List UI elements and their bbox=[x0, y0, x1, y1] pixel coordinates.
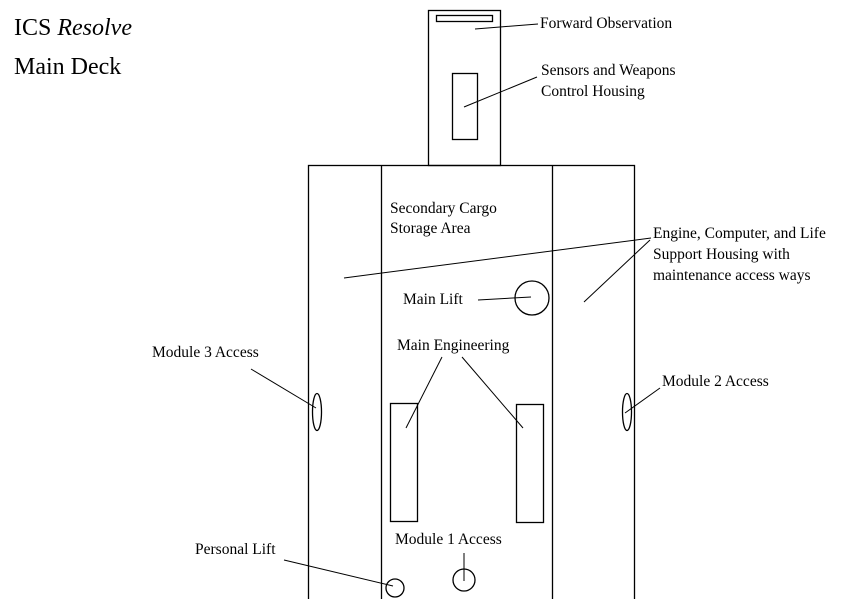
title-prefix: ICS bbox=[14, 15, 52, 41]
leader-sensors bbox=[463, 76, 538, 108]
personal-lift-shaft bbox=[385, 578, 405, 598]
leader-main-lift bbox=[477, 296, 532, 301]
leader-engine-left bbox=[343, 237, 652, 279]
diagram-title: ICS Resolve bbox=[14, 14, 132, 42]
leader-engineering-right bbox=[461, 356, 524, 429]
label-engine-line2: Support Housing with bbox=[653, 246, 790, 263]
label-personal-lift: Personal Lift bbox=[195, 541, 276, 558]
module3-access-hatch bbox=[311, 392, 323, 432]
leader-engine-right bbox=[583, 239, 651, 303]
module2-access-hatch bbox=[621, 392, 633, 432]
label-sensors-line1: Sensors and Weapons bbox=[541, 62, 676, 79]
label-cargo-line2: Storage Area bbox=[390, 220, 471, 237]
engineering-console-right bbox=[515, 403, 545, 524]
label-cargo-line1: Secondary Cargo bbox=[390, 200, 497, 217]
label-sensors-line2: Control Housing bbox=[541, 83, 645, 100]
main-hull bbox=[307, 164, 636, 599]
label-engine-line1: Engine, Computer, and Life bbox=[653, 225, 826, 242]
sensors-weapons-housing bbox=[451, 72, 479, 141]
label-module1-access: Module 1 Access bbox=[395, 531, 502, 548]
leader-module2 bbox=[624, 387, 661, 414]
diagram-subtitle: Main Deck bbox=[14, 54, 122, 80]
label-main-lift: Main Lift bbox=[403, 291, 463, 308]
leader-personal-lift bbox=[283, 559, 394, 587]
label-engine-line3: maintenance access ways bbox=[653, 267, 811, 284]
label-module3-access: Module 3 Access bbox=[152, 344, 259, 361]
label-forward-observation: Forward Observation bbox=[540, 15, 673, 32]
engineering-console-left bbox=[389, 402, 419, 523]
forward-observation-window bbox=[435, 14, 494, 23]
leader-forward-observation bbox=[474, 23, 539, 30]
forward-tower bbox=[427, 9, 502, 167]
label-main-engineering: Main Engineering bbox=[397, 337, 510, 354]
leader-engineering-left bbox=[405, 356, 443, 429]
leader-module3 bbox=[250, 368, 317, 409]
ship-name: Resolve bbox=[57, 15, 132, 41]
label-module2-access: Module 2 Access bbox=[662, 373, 769, 390]
